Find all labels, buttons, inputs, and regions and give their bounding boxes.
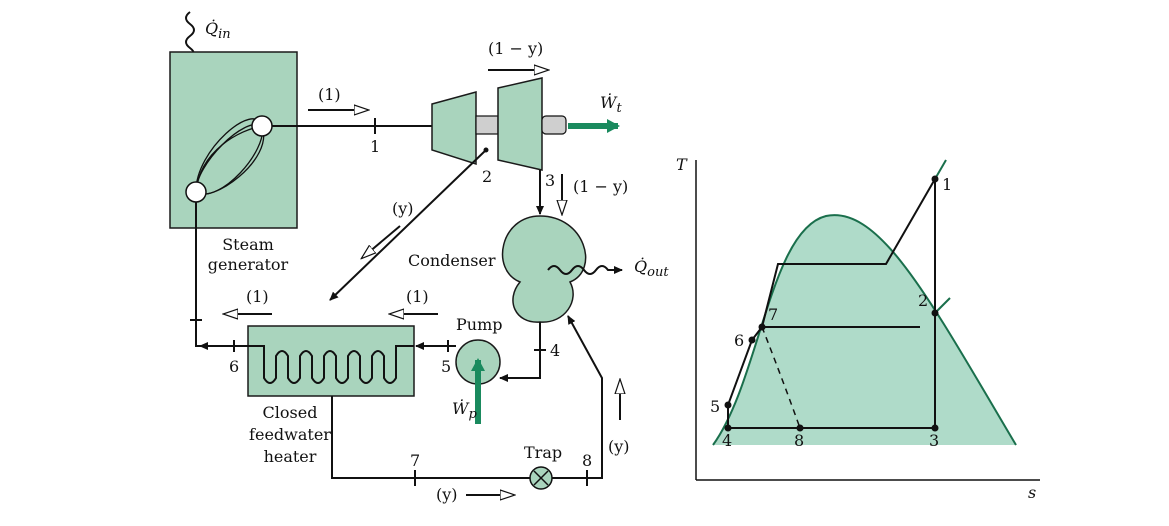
steam-generator xyxy=(169,51,298,229)
ts-y-axis-label: T xyxy=(676,155,688,174)
ts-label-4: 4 xyxy=(722,431,732,450)
ts-two-phase-region xyxy=(713,215,1016,445)
ts-throttle-line xyxy=(761,326,801,429)
ts-state-2 xyxy=(931,309,939,317)
state-5-label: 5 xyxy=(441,357,451,376)
fwh-label-1: Closed xyxy=(263,403,318,422)
ts-isobar-mid xyxy=(934,297,951,314)
generator-inlet-node xyxy=(185,181,207,203)
ts-state-5 xyxy=(724,401,732,409)
steam-generator-label-2: generator xyxy=(208,255,289,274)
bottom-flow-label: (y) xyxy=(436,485,458,504)
ts-cycle-path xyxy=(727,175,936,429)
fwh-label-2: feedwater xyxy=(249,425,331,444)
flow-mid-label: (1) xyxy=(406,287,429,306)
heat-in-label: Q̇in xyxy=(205,19,231,42)
ts-state-8 xyxy=(796,424,804,432)
trap-label: Trap xyxy=(524,443,562,462)
state-6-label: 6 xyxy=(229,357,239,376)
ts-state-4 xyxy=(724,424,732,432)
extraction-pipe xyxy=(329,149,487,301)
condenser-label: Condenser xyxy=(408,251,496,270)
ts-label-2: 2 xyxy=(918,291,928,310)
turbine-shaft-mid xyxy=(475,115,499,135)
state-3-label: 3 xyxy=(545,171,555,190)
ts-label-1: 1 xyxy=(942,175,952,194)
drain-pipe xyxy=(331,396,530,479)
flow-1-label: (1) xyxy=(318,85,341,104)
trap-return-pipe xyxy=(552,315,603,479)
exhaust-flow-label: (1 − y) xyxy=(573,177,628,196)
state-4-label: 4 xyxy=(550,341,560,360)
ts-state-1 xyxy=(931,175,939,183)
ts-isobar-high xyxy=(934,159,947,180)
condensate-pipe xyxy=(499,322,541,382)
heat-out-label: Q̇out xyxy=(634,257,669,280)
turbine-flow-label: (1 − y) xyxy=(488,39,543,58)
ts-saturation-dome xyxy=(712,214,1017,446)
ts-x-axis-label: s xyxy=(1028,483,1036,502)
pump-label: Pump xyxy=(456,315,502,334)
flow-left-label: (1) xyxy=(246,287,269,306)
turbine-shaft-out xyxy=(541,115,567,135)
ts-label-6: 6 xyxy=(734,331,744,350)
heat-out-arrow xyxy=(547,265,623,275)
ts-label-7: 7 xyxy=(768,305,778,324)
ts-label-3: 3 xyxy=(929,431,939,450)
turbine-lp xyxy=(497,77,543,171)
state-1-label: 1 xyxy=(370,137,380,156)
extraction-flow-label: (y) xyxy=(392,199,414,218)
state-7-label: 7 xyxy=(410,451,420,470)
state-2-label: 2 xyxy=(482,167,492,186)
turbine-hp xyxy=(431,91,477,166)
trap-cross-b xyxy=(533,470,549,486)
extraction-flow-arrow xyxy=(362,225,401,258)
ts-diagram: T s 1 2 3 4 5 6 7 8 xyxy=(676,155,1040,502)
fwh-label-3: heater xyxy=(264,447,317,466)
pump-work-label: Ẇp xyxy=(452,398,477,422)
ts-label-5: 5 xyxy=(710,397,720,416)
drain-flow-label: (y) xyxy=(608,437,630,456)
steam-generator-label-1: Steam xyxy=(222,235,274,254)
ts-state-3 xyxy=(931,424,939,432)
fwh-tube-coil xyxy=(248,345,414,384)
closed-feedwater-heater xyxy=(247,325,415,397)
ts-label-8: 8 xyxy=(794,431,804,450)
ts-state-7 xyxy=(758,323,766,331)
turbine-work-label: Ẇt xyxy=(600,92,622,116)
state-8-label: 8 xyxy=(582,451,592,470)
ts-state-6 xyxy=(748,336,756,344)
generator-outlet-node xyxy=(251,115,273,137)
